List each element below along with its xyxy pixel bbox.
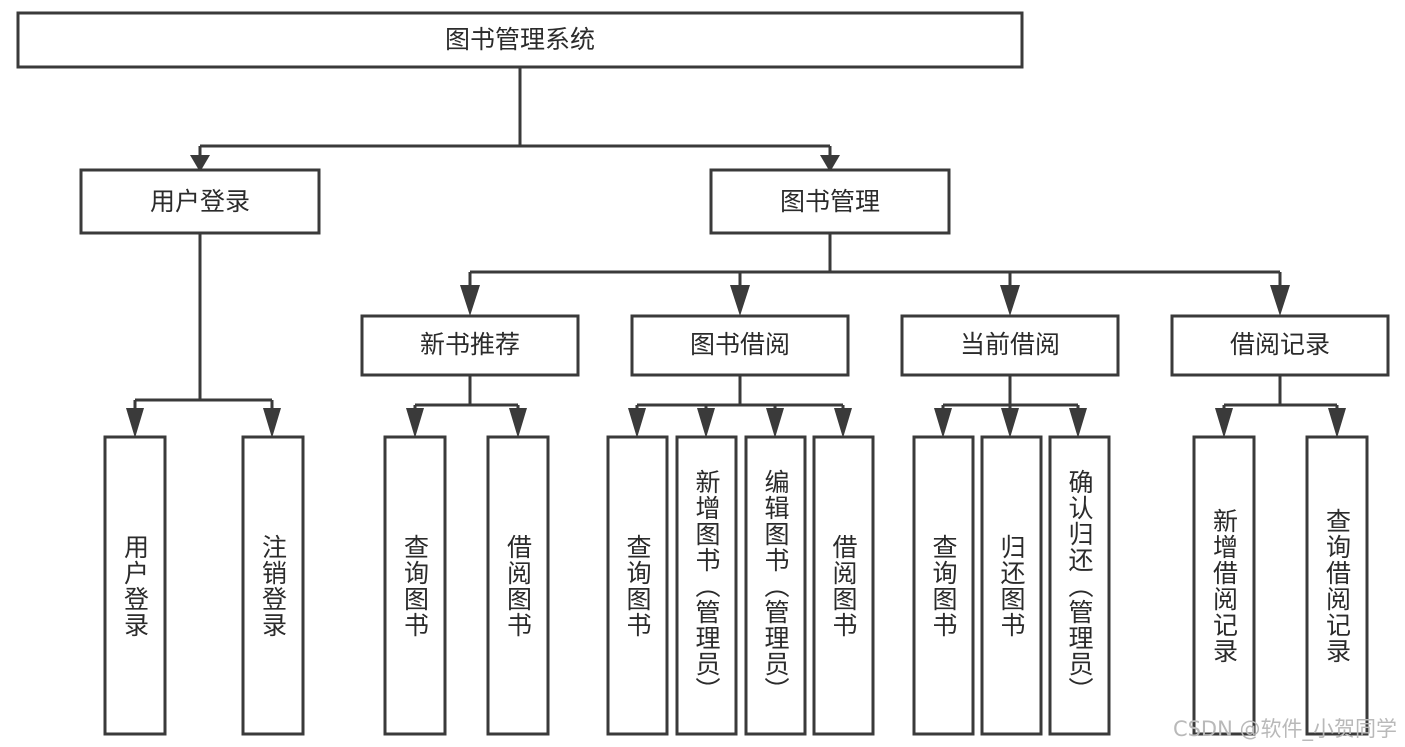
node-current-borrow-label: 当前借阅 (960, 330, 1060, 359)
node-borrow-record-box[interactable] (1170, 314, 1390, 377)
leaf-newbook-borrow-box[interactable] (486, 435, 550, 736)
leaf-borrow-add-box[interactable] (675, 435, 738, 736)
arrow-borrow-l4 (834, 408, 852, 438)
edge-group-root-to-level2 (190, 67, 840, 172)
leaf-node[interactable]: 查询借阅记录 (1305, 435, 1369, 736)
node-new-book-recommend-box[interactable] (360, 314, 580, 377)
node-root-label: 图书管理系统 (445, 25, 595, 54)
arrow-newbook-l1 (406, 408, 424, 438)
leaf-node[interactable]: 编辑图书（管理员） (744, 435, 807, 736)
arrow-borrow-l2 (697, 408, 715, 438)
edge-group-borrow-record-to-leaves (1215, 375, 1346, 438)
node-borrow-record[interactable]: 借阅记录 (1170, 314, 1390, 377)
arrow-bm-c2 (730, 285, 750, 316)
node-book-manage-box[interactable] (709, 168, 951, 235)
leaf-current-return-label: 归还图书 (997, 533, 1026, 638)
leaf-node[interactable]: 查询图书 (383, 435, 447, 736)
leaf-node[interactable]: 归还图书 (980, 435, 1043, 736)
leaf-borrow-query-box[interactable] (606, 435, 669, 736)
leaf-newbook-borrow-label: 借阅图书 (503, 533, 533, 638)
leaf-current-query-box[interactable] (912, 435, 975, 736)
leaf-current-query-label: 查询图书 (929, 533, 958, 638)
edge-group-current-borrow-to-leaves (934, 375, 1087, 438)
edge-group-new-book-to-leaves (406, 375, 527, 438)
leaf-borrow-edit-label: 编辑图书（管理员） (761, 468, 790, 703)
arrow-user-login-l2 (263, 408, 281, 438)
node-root[interactable]: 图书管理系统 (16, 11, 1024, 69)
edge-group-user-login-to-leaves (126, 233, 281, 438)
arrow-record-l2 (1328, 408, 1346, 438)
node-new-book-recommend-label: 新书推荐 (420, 330, 520, 359)
leaf-record-query-label: 查询借阅记录 (1322, 507, 1352, 664)
edge-group-book-manage-to-level3 (460, 233, 1290, 316)
leaf-node[interactable]: 查询图书 (912, 435, 975, 736)
leaf-node[interactable]: 新增借阅记录 (1192, 435, 1256, 736)
arrow-bm-c1 (460, 285, 480, 316)
leaf-user-login-label: 用户登录 (120, 533, 150, 638)
node-user-login-label: 用户登录 (150, 187, 250, 216)
node-book-borrow[interactable]: 图书借阅 (630, 314, 850, 377)
arrow-borrow-l3 (766, 408, 784, 438)
leaf-current-confirm-label: 确认归还（管理员） (1065, 468, 1094, 703)
arrow-current-l2 (1001, 408, 1019, 438)
node-root-box[interactable] (16, 11, 1024, 69)
leaf-borrow-add-label: 新增图书（管理员） (692, 468, 721, 703)
node-book-manage[interactable]: 图书管理 (709, 168, 951, 235)
leaf-borrow-query-label: 查询图书 (623, 533, 652, 638)
leaf-node[interactable]: 新增图书（管理员） (675, 435, 738, 736)
leaf-record-query-box[interactable] (1305, 435, 1369, 736)
leaf-newbook-query-box[interactable] (383, 435, 447, 736)
leaf-logout-label: 注销登录 (258, 533, 288, 638)
leaf-user-login-box[interactable] (103, 435, 167, 736)
node-user-login-box[interactable] (79, 168, 321, 235)
node-current-borrow-box[interactable] (900, 314, 1120, 377)
leaf-node[interactable]: 借阅图书 (486, 435, 550, 736)
arrow-current-l1 (934, 408, 952, 438)
node-book-borrow-box[interactable] (630, 314, 850, 377)
leaf-node[interactable]: 用户登录 (103, 435, 167, 736)
arrow-record-l1 (1215, 408, 1233, 438)
arrow-bm-c4 (1270, 285, 1290, 316)
leaf-node[interactable]: 借阅图书 (812, 435, 875, 736)
leaf-node[interactable]: 确认归还（管理员） (1048, 435, 1111, 736)
arrow-user-login-l1 (126, 408, 144, 438)
leaf-node[interactable]: 查询图书 (606, 435, 669, 736)
leaf-node[interactable]: 注销登录 (241, 435, 305, 736)
node-new-book-recommend[interactable]: 新书推荐 (360, 314, 580, 377)
edge-group-book-borrow-to-leaves (628, 375, 852, 438)
arrow-borrow-l1 (628, 408, 646, 438)
leaf-newbook-query-label: 查询图书 (400, 533, 430, 638)
leaf-logout-box[interactable] (241, 435, 305, 736)
node-book-borrow-label: 图书借阅 (690, 330, 790, 359)
arrow-bm-c3 (1000, 285, 1020, 316)
leaf-borrow-borrow-label: 借阅图书 (829, 533, 858, 638)
arrow-root-to-user-login (190, 155, 210, 172)
leaf-record-add-box[interactable] (1192, 435, 1256, 736)
leaf-borrow-edit-box[interactable] (744, 435, 807, 736)
arrow-newbook-l2 (509, 408, 527, 438)
leaf-current-return-box[interactable] (980, 435, 1043, 736)
node-user-login[interactable]: 用户登录 (79, 168, 321, 235)
node-current-borrow[interactable]: 当前借阅 (900, 314, 1120, 377)
leaf-record-add-label: 新增借阅记录 (1209, 507, 1239, 664)
leaf-current-confirm-box[interactable] (1048, 435, 1111, 736)
node-borrow-record-label: 借阅记录 (1230, 330, 1330, 359)
leaf-borrow-borrow-box[interactable] (812, 435, 875, 736)
node-book-manage-label: 图书管理 (780, 187, 880, 216)
arrow-root-to-book-manage (820, 155, 840, 172)
arrow-current-l3 (1069, 408, 1087, 438)
